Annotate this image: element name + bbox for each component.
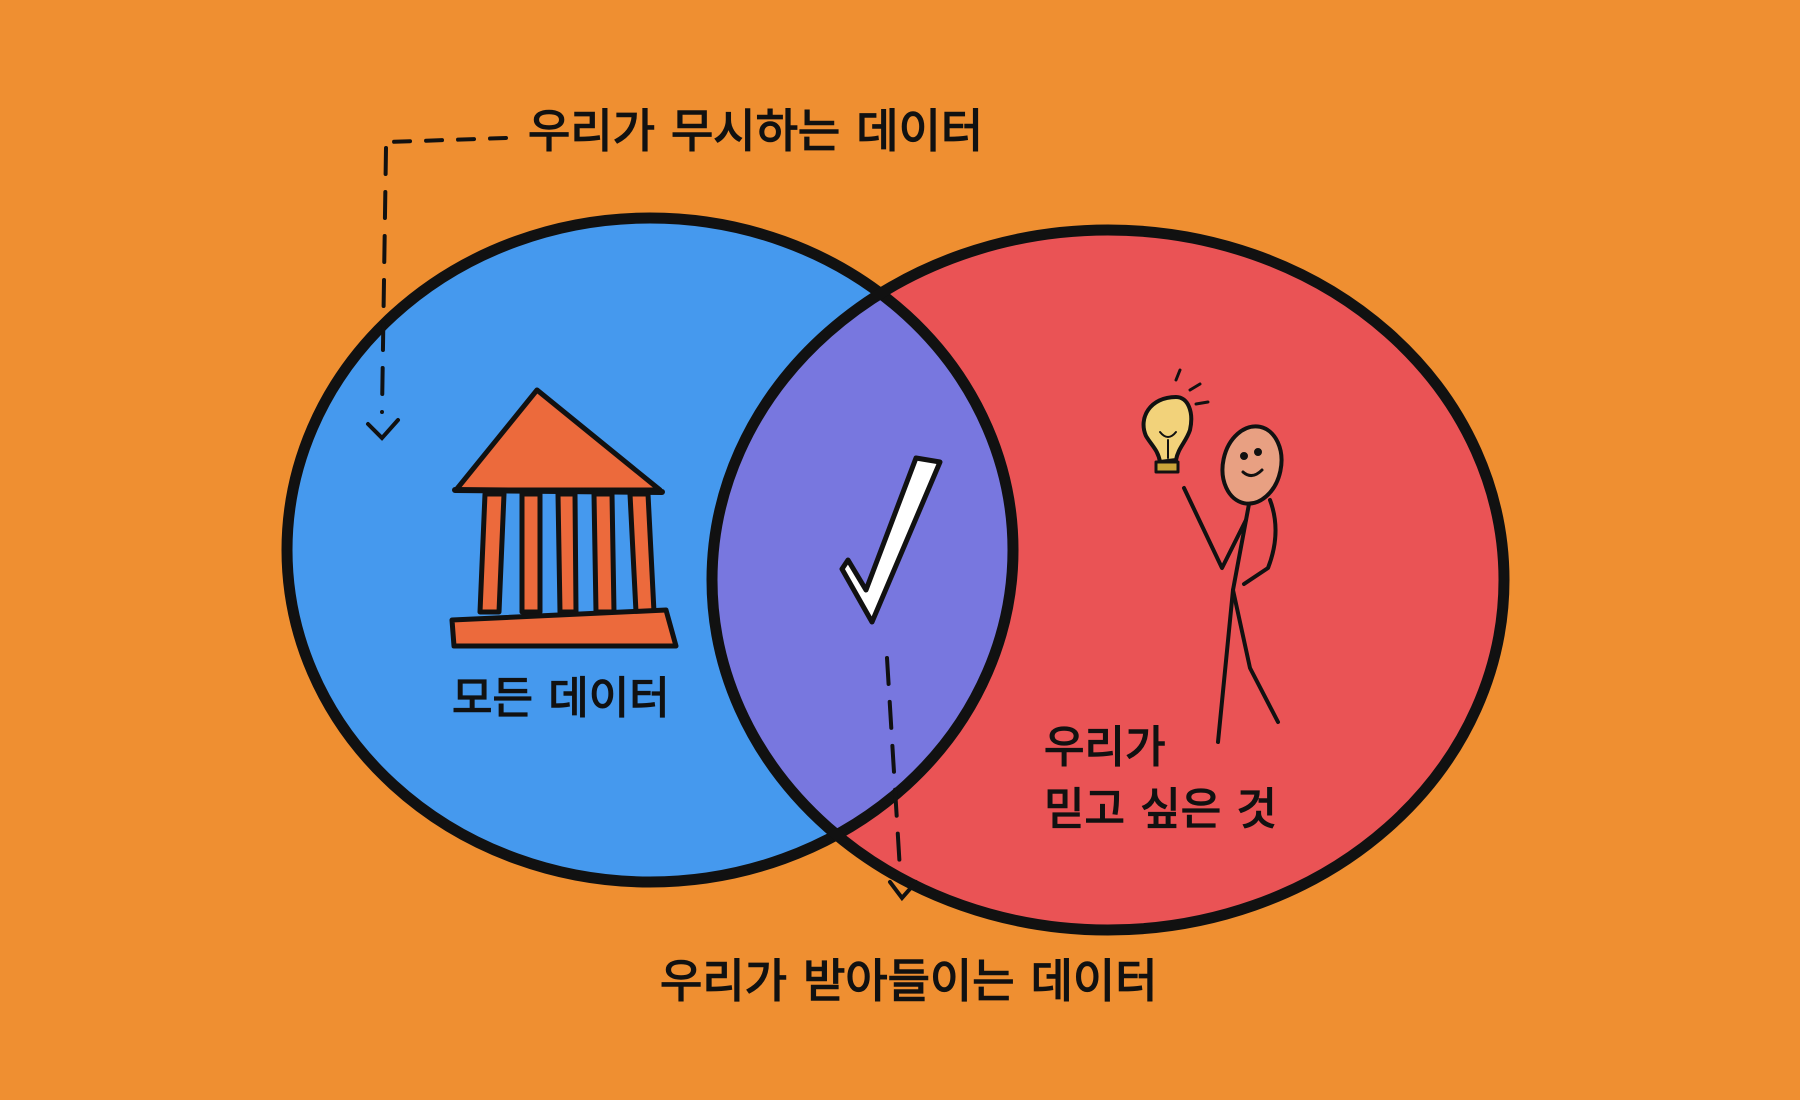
overlap-region bbox=[712, 230, 1013, 882]
checkmark-icon bbox=[839, 455, 943, 625]
belief-label-line1: 우리가 bbox=[1044, 722, 1165, 773]
belief-label-line2: 믿고 싶은 것 bbox=[1044, 784, 1277, 835]
museum-building-icon bbox=[449, 387, 679, 649]
stick-figure-icon bbox=[1182, 424, 1284, 744]
accepted-data-arrow bbox=[885, 656, 918, 902]
ignored-data-arrow bbox=[366, 136, 508, 441]
lightbulb-icon bbox=[1141, 368, 1210, 474]
all-data-label: 모든 데이터 bbox=[452, 673, 670, 724]
red-circle-outline bbox=[706, 224, 1510, 936]
accepted-data-label: 우리가 받아들이는 데이터 bbox=[660, 954, 1158, 1008]
ignored-data-label: 우리가 무시하는 데이터 bbox=[528, 104, 983, 158]
blue-circle-outline bbox=[281, 212, 1019, 888]
